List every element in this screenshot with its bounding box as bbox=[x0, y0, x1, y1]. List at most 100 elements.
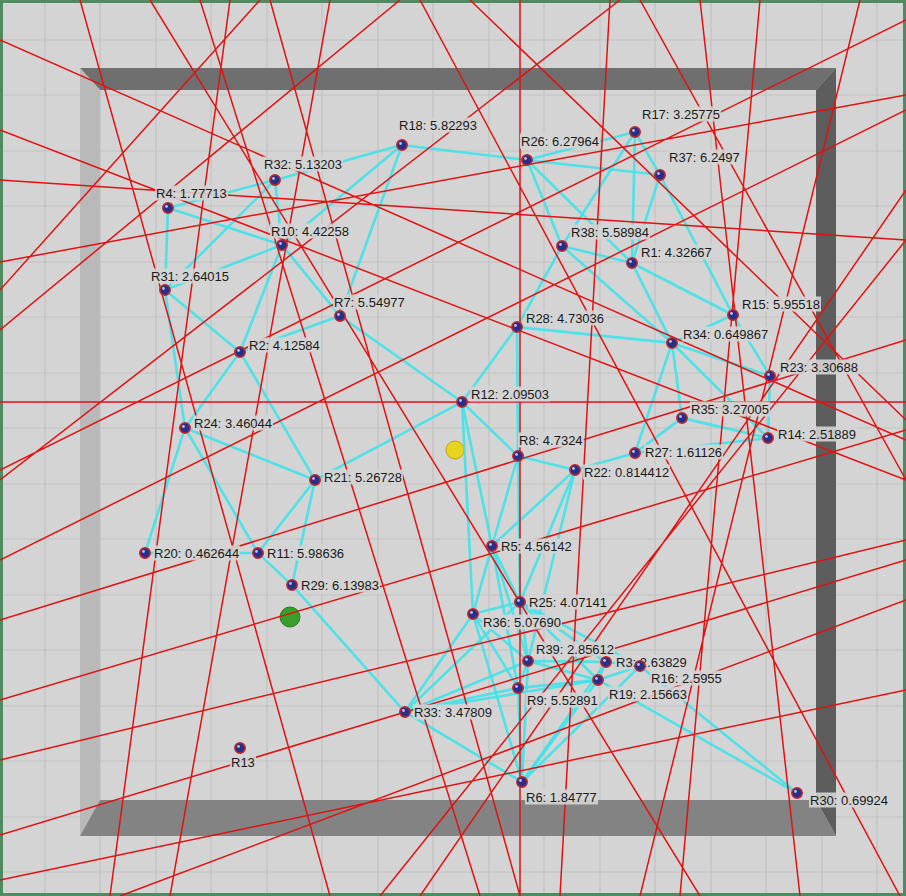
robot-body bbox=[163, 203, 173, 213]
comm-link bbox=[520, 667, 526, 683]
robot-body bbox=[310, 475, 320, 485]
robot-label: R28: 4.73036 bbox=[525, 311, 605, 326]
robot-marker bbox=[512, 682, 524, 694]
robot-marker bbox=[456, 396, 468, 408]
robot-body bbox=[522, 155, 532, 165]
robot-marker bbox=[791, 787, 803, 799]
robot-label: R17: 3.25775 bbox=[641, 107, 721, 122]
robot-highlight bbox=[632, 450, 635, 453]
robot-marker bbox=[521, 154, 533, 166]
robot-node: R10: 4.42258 bbox=[276, 239, 288, 251]
robot-body bbox=[253, 548, 263, 558]
robot-body bbox=[457, 397, 467, 407]
robot-highlight bbox=[182, 425, 185, 428]
robot-marker bbox=[286, 579, 298, 591]
robot-marker bbox=[512, 450, 524, 462]
robot-node: R3: 2.63829 bbox=[600, 656, 612, 668]
robot-marker bbox=[629, 447, 641, 459]
robot-node: R16: 2.5955 bbox=[634, 660, 646, 672]
comm-link bbox=[475, 552, 491, 608]
robot-highlight bbox=[337, 313, 340, 316]
robot-label: R18: 5.82293 bbox=[398, 118, 478, 133]
robot-marker bbox=[556, 240, 568, 252]
robot-node: R39: 2.85612 bbox=[522, 655, 534, 667]
robot-body bbox=[627, 258, 637, 268]
comm-link bbox=[242, 251, 280, 347]
robot-marker bbox=[762, 432, 774, 444]
robot-body bbox=[468, 609, 478, 619]
robot-highlight bbox=[669, 340, 672, 343]
robot-highlight bbox=[767, 373, 770, 376]
robot-node: R7: 5.54977 bbox=[334, 310, 346, 322]
robot-marker bbox=[486, 540, 498, 552]
robot-highlight bbox=[489, 543, 492, 546]
robot-highlight bbox=[519, 779, 522, 782]
robot-marker bbox=[592, 674, 604, 686]
robot-label: R38: 5.58984 bbox=[570, 225, 650, 240]
robot-highlight bbox=[470, 611, 473, 614]
robot-body bbox=[270, 175, 280, 185]
robot-body bbox=[765, 371, 775, 381]
robot-highlight bbox=[162, 287, 165, 290]
robot-node: R6: 1.84777 bbox=[516, 776, 528, 788]
comm-link bbox=[522, 667, 527, 776]
robot-node: R5: 4.56142 bbox=[486, 540, 498, 552]
robot-body bbox=[763, 433, 773, 443]
robot-marker bbox=[666, 337, 678, 349]
robot-node: R21: 5.26728 bbox=[309, 474, 321, 486]
comm-link bbox=[462, 408, 472, 608]
robot-highlight bbox=[402, 709, 405, 712]
robot-body bbox=[792, 788, 802, 798]
robot-body bbox=[235, 347, 245, 357]
robot-node: R14: 2.51889 bbox=[762, 432, 774, 444]
robot-label: R23: 3.30688 bbox=[779, 360, 859, 375]
robot-body bbox=[513, 451, 523, 461]
robot-node: R8: 4.7324 bbox=[512, 450, 524, 462]
robot-node: R30: 0.69924 bbox=[791, 787, 803, 799]
robot-node: R17: 3.25775 bbox=[629, 126, 641, 138]
comm-link bbox=[531, 164, 627, 259]
robot-highlight bbox=[595, 677, 598, 680]
robot-highlight bbox=[272, 177, 275, 180]
robot-node: R2: 4.12584 bbox=[234, 346, 246, 358]
robot-marker bbox=[629, 126, 641, 138]
robot-label: R14: 2.51889 bbox=[777, 427, 857, 442]
robot-highlight bbox=[524, 157, 527, 160]
robot-marker bbox=[334, 310, 346, 322]
comm-link bbox=[170, 294, 236, 348]
robot-label: R10: 4.42258 bbox=[270, 224, 350, 239]
robot-node: R38: 5.58984 bbox=[556, 240, 568, 252]
comm-link bbox=[678, 345, 765, 374]
robot-body bbox=[513, 683, 523, 693]
robot-marker bbox=[276, 239, 288, 251]
robot-highlight bbox=[629, 260, 632, 263]
robot-marker bbox=[139, 547, 151, 559]
robot-node: R37: 6.2497 bbox=[654, 169, 666, 181]
robot-highlight bbox=[142, 550, 145, 553]
comm-link bbox=[567, 250, 668, 339]
robot-node: R26: 6.27964 bbox=[521, 154, 533, 166]
robot-highlight bbox=[572, 467, 575, 470]
robot-node: R31: 2.64015 bbox=[159, 284, 171, 296]
comm-link bbox=[479, 603, 514, 612]
robot-marker bbox=[399, 706, 411, 718]
robot-body bbox=[512, 322, 522, 332]
robot-label: R16: 2.5955 bbox=[650, 671, 723, 686]
robot-node: R18: 5.82293 bbox=[396, 139, 408, 151]
robot-body bbox=[630, 448, 640, 458]
comm-link bbox=[466, 406, 513, 452]
robot-label: R9: 5.52891 bbox=[526, 693, 599, 708]
robot-body bbox=[487, 541, 497, 551]
robot-body bbox=[140, 548, 150, 558]
comm-link bbox=[524, 681, 592, 688]
robot-body bbox=[557, 241, 567, 251]
robot-label: R2: 4.12584 bbox=[248, 338, 321, 353]
robot-node: R13 bbox=[234, 742, 246, 754]
robot-marker bbox=[179, 422, 191, 434]
robot-body bbox=[630, 127, 640, 137]
comm-link bbox=[286, 250, 336, 312]
